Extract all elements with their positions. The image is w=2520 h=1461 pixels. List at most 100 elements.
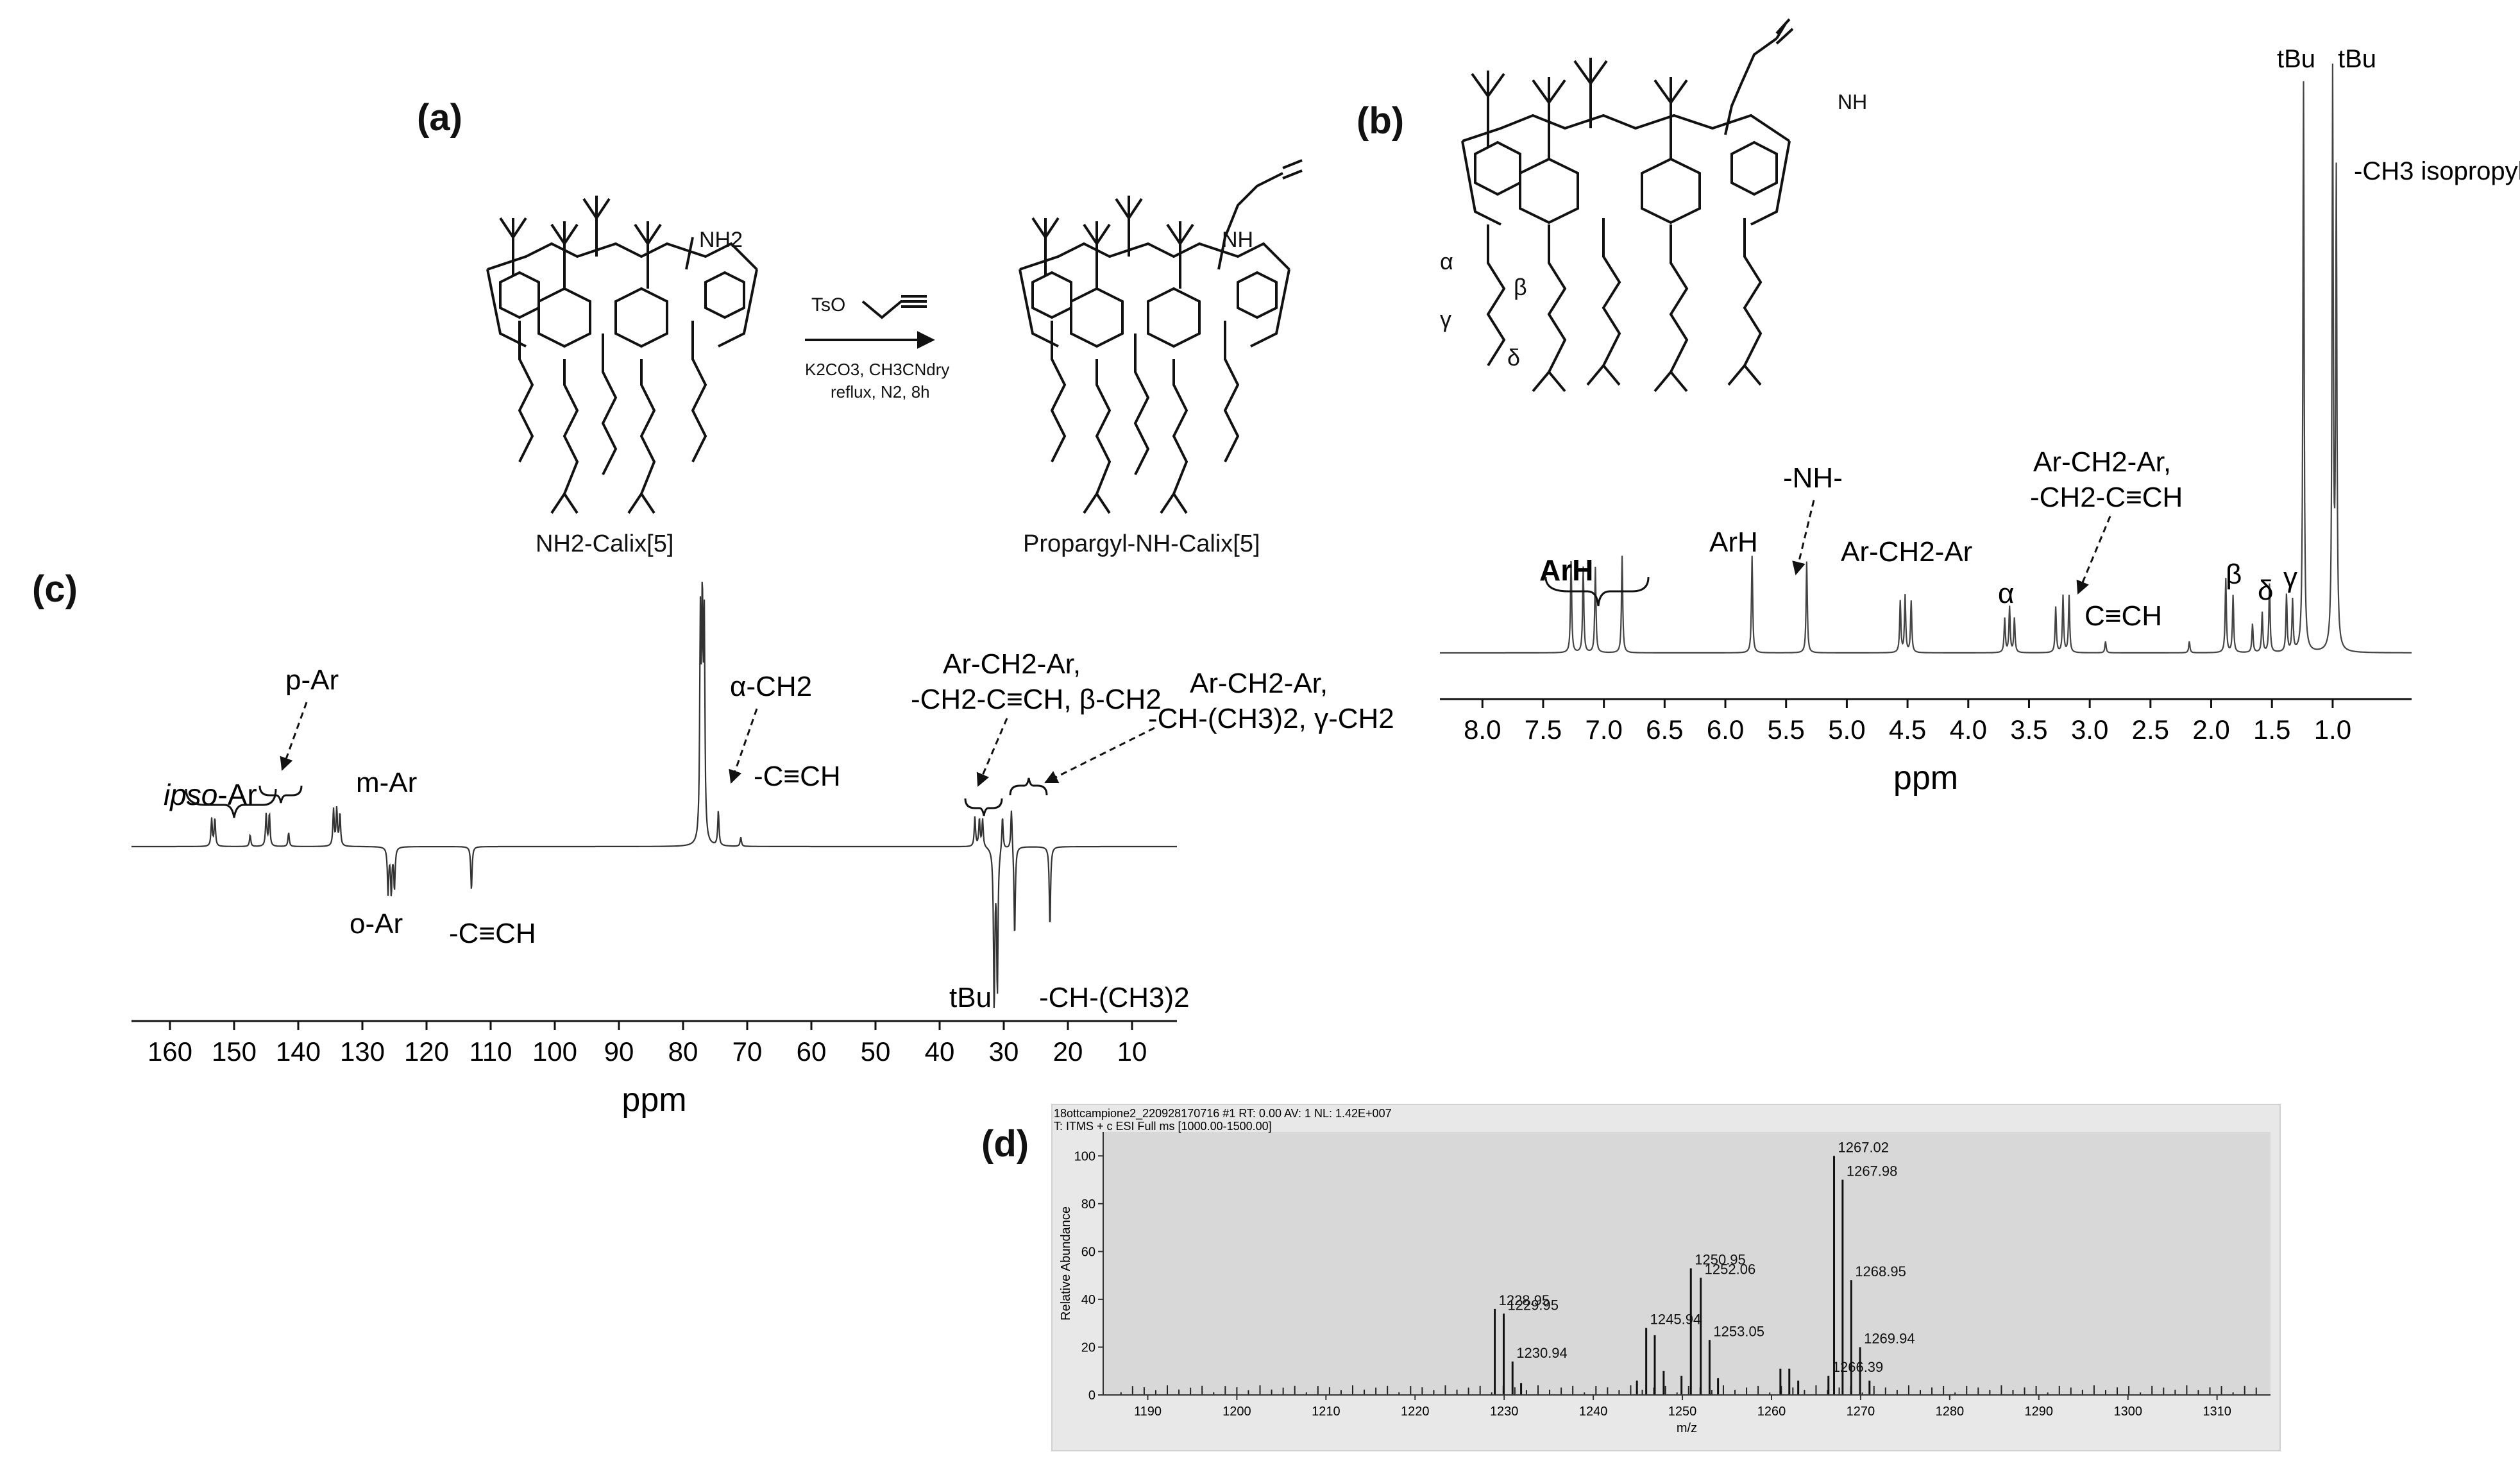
x-tick-label: 2.0: [2192, 714, 2229, 745]
x-tick-label: 20: [1053, 1036, 1083, 1067]
product-structure: [1019, 159, 1303, 514]
struct-beta-label: β: [1514, 274, 1527, 300]
panel-label-c: (c): [32, 568, 78, 610]
h1-arh-label: ArH: [1539, 553, 1593, 587]
ms-peak-label: 1228.95: [1499, 1292, 1550, 1308]
c13-par-label: p-Ar: [285, 664, 339, 696]
h1-alpha-label: α: [1998, 578, 2014, 609]
ms-peak-label: 1267.98: [1847, 1163, 1898, 1179]
ms-x-tick-label: 1290: [2025, 1405, 2054, 1419]
x-tick-label: 8.0: [1464, 714, 1501, 745]
ms-header-line-2: T: ITMS + c ESI Full ms [1000.00-1500.00…: [1054, 1120, 1272, 1133]
x-tick-label: 50: [861, 1036, 891, 1067]
ms-peak-label: 1250.95: [1695, 1251, 1746, 1267]
c13-nmr-x-label: ppm: [622, 1081, 686, 1119]
c13-cch-pos-label: -C≡CH: [754, 761, 841, 792]
ms-x-tick-label: 1230: [1490, 1405, 1519, 1419]
ms-x-tick-label: 1260: [1757, 1405, 1786, 1419]
product-name: Propargyl-NH-Calix[5]: [1023, 530, 1260, 557]
x-tick-label: 70: [732, 1036, 763, 1067]
x-tick-label: 160: [148, 1036, 192, 1067]
ms-x-tick-label: 1240: [1579, 1405, 1608, 1419]
h1-nh-label: -NH-: [1783, 462, 1843, 494]
c13-group2-line2: -CH-(CH3)2, γ-CH2: [1148, 703, 1394, 734]
x-tick-label: 1.5: [2253, 714, 2290, 745]
c13-group1-arrow: [976, 718, 1008, 787]
conditions-line-2: reflux, N2, 8h: [831, 382, 930, 401]
x-tick-label: 10: [1117, 1036, 1147, 1067]
c13-par-brace: [258, 785, 303, 804]
h1-ch3iso-label: -CH3 isopropyl: [2354, 157, 2520, 185]
x-tick-label: 5.5: [1768, 714, 1805, 745]
ms-peak-label: 1268.95: [1855, 1263, 1906, 1279]
reactant-name: NH2-Calix[5]: [536, 530, 673, 557]
h1-delta-label: δ: [2258, 575, 2274, 606]
ms-peak-labels: 1267.021267.981268.951269.941250.951252.…: [1499, 1139, 1915, 1375]
c13-par-arrow: [280, 702, 308, 771]
c13-chch3-label: -CH-(CH3)2: [1039, 982, 1190, 1013]
ms-x-tick-label: 1310: [2203, 1405, 2231, 1419]
ms-peak-label: 1229.95: [1507, 1297, 1559, 1313]
c13-group2-line1: Ar-CH2-Ar,: [1190, 668, 1328, 699]
ms-peak-label: 1266.39: [1832, 1359, 1884, 1375]
c13-group2-arrow: [1044, 727, 1155, 784]
x-tick-label: 3.5: [2010, 714, 2047, 745]
h1-tbu1-label: tBu: [2277, 45, 2315, 73]
ms-y-tick-label: 60: [1081, 1245, 1095, 1259]
x-tick-label: 4.5: [1889, 714, 1926, 745]
ms-peak-label: 1267.02: [1838, 1139, 1890, 1155]
ms-y-tick-label: 20: [1081, 1340, 1095, 1355]
c13-nmr-trace: [131, 582, 1177, 1008]
ms-y-tick-label: 100: [1074, 1149, 1095, 1163]
mass-spectrum: 18ottcampione2_220928170716 #1 RT: 0.00 …: [1051, 1104, 2281, 1451]
x-tick-label: 4.0: [1950, 714, 1987, 745]
h1-gamma-label: γ: [2283, 562, 2297, 593]
x-tick-label: 6.0: [1707, 714, 1744, 745]
panel-label-d: (d): [981, 1123, 1029, 1165]
x-tick-label: 130: [340, 1036, 385, 1067]
ms-x-tick-label: 1280: [1936, 1405, 1965, 1419]
c13-group1-brace: [964, 798, 1003, 816]
h1-arch2ar2-line2: -CH2-C≡CH: [2030, 482, 2183, 513]
x-tick-label: 1.0: [2314, 714, 2351, 745]
x-tick-label: 40: [925, 1036, 955, 1067]
x-tick-label: 7.0: [1585, 714, 1622, 745]
panel-label-a: (a): [417, 97, 462, 139]
ms-x-tick-label: 1250: [1668, 1405, 1697, 1419]
c13-tbu-label: tBu: [949, 982, 992, 1013]
ms-peak-label: 1269.94: [1864, 1330, 1915, 1346]
h1-arch2ar2-arrow: [2076, 516, 2111, 595]
c13-ipso-brace: [185, 788, 277, 818]
ms-x-tick-label: 1200: [1222, 1405, 1251, 1419]
h1-arh2-label: ArH: [1709, 527, 1758, 558]
ms-y-tick-label: 80: [1081, 1197, 1095, 1212]
ms-x-tick-label: 1210: [1312, 1405, 1340, 1419]
x-tick-label: 80: [668, 1036, 698, 1067]
x-tick-label: 60: [797, 1036, 827, 1067]
c13-alpha-arrow: [729, 708, 758, 784]
x-tick-label: 150: [212, 1036, 257, 1067]
x-tick-label: 6.5: [1646, 714, 1683, 745]
h1-arh-brace: [1544, 577, 1650, 607]
x-tick-label: 100: [532, 1036, 577, 1067]
x-tick-label: 90: [604, 1036, 634, 1067]
ms-plot-background: [1103, 1132, 2271, 1395]
reagent-label: TsO: [811, 294, 845, 316]
ms-y-tick-label: 40: [1081, 1293, 1095, 1307]
c13-group1-line2: -CH2-C≡CH, β-CH2: [911, 684, 1162, 715]
struct-nh-label: NH: [1838, 90, 1867, 114]
struct-gamma-label: γ: [1440, 306, 1451, 332]
x-tick-label: 120: [404, 1036, 449, 1067]
c13-mar-label: m-Ar: [356, 767, 417, 798]
x-tick-label: 2.5: [2132, 714, 2169, 745]
h1-nmr-trace: [1440, 63, 2412, 654]
c13-group1-line1: Ar-CH2-Ar,: [943, 648, 1081, 680]
h1-nh-arrow: [1792, 500, 1815, 576]
ms-x-tick-label: 1220: [1401, 1405, 1430, 1419]
c13-cch-neg-label: -C≡CH: [449, 918, 536, 949]
panel-label-b: (b): [1357, 100, 1405, 142]
